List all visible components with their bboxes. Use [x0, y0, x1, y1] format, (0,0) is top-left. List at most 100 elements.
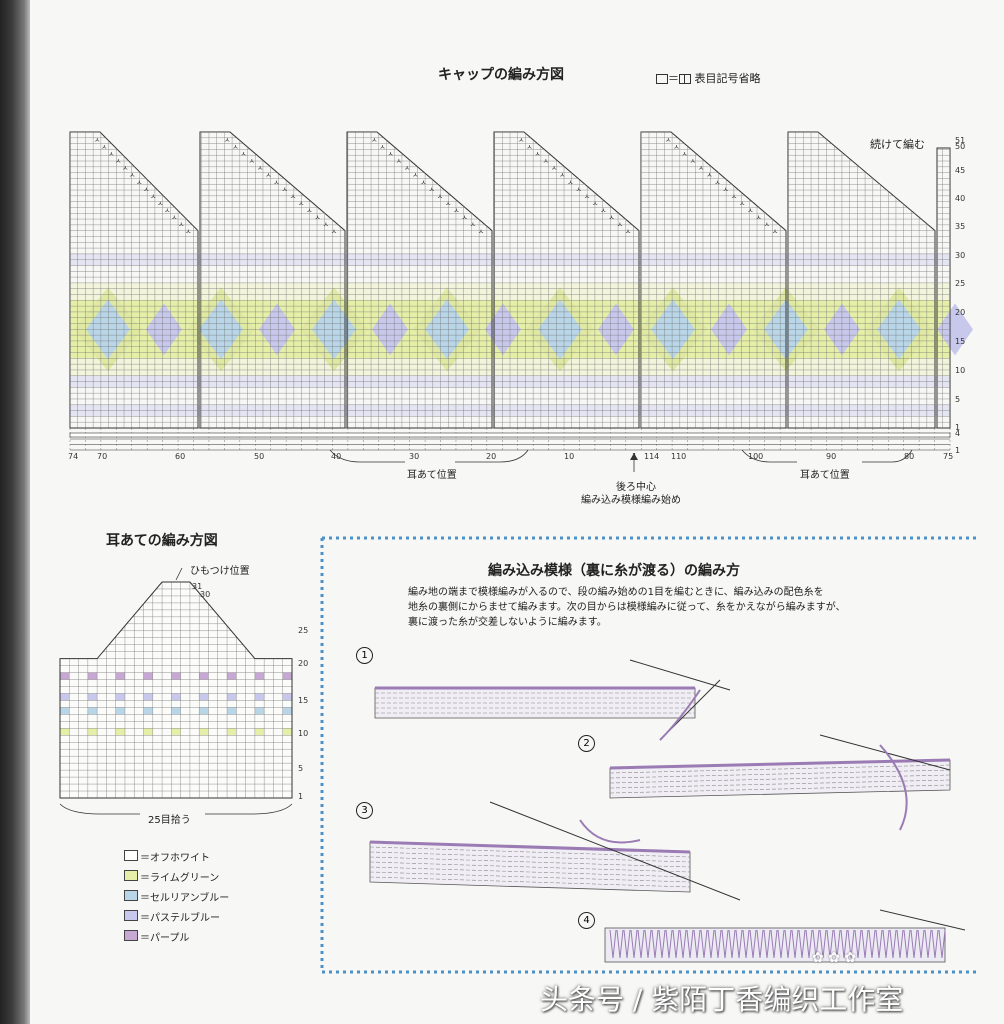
- cap-row-number: 35: [955, 222, 966, 231]
- earflap-row-number: 30: [200, 590, 211, 599]
- decrease-mark: ㅅ: [747, 206, 753, 214]
- decrease-mark: ㅅ: [379, 143, 385, 151]
- illustration-4: [604, 927, 946, 963]
- book-spine: [0, 0, 30, 1024]
- decrease-mark: ㅅ: [429, 185, 435, 193]
- decrease-mark: ㅅ: [592, 199, 598, 207]
- earflap-colour-cell: [115, 707, 125, 715]
- cap-row-number: 20: [955, 308, 966, 317]
- earflap-position-left: 耳あて位置: [407, 470, 457, 481]
- decrease-mark: ㅅ: [690, 157, 696, 165]
- earflap-chart-title: 耳あての編み方図: [106, 533, 218, 549]
- earflap-colour-cell: [254, 672, 265, 680]
- illustration-1: [374, 686, 696, 719]
- cap-stitch-number: 74: [68, 452, 79, 461]
- decrease-mark: ㅅ: [584, 192, 590, 200]
- decrease-mark: ㅅ: [764, 221, 770, 229]
- cap-chart-title: キャップの編み方図: [438, 67, 564, 83]
- earflap-colour-cell: [282, 693, 292, 701]
- illustration-3: [369, 840, 691, 893]
- cap-stitch-number: 20: [486, 452, 497, 461]
- symbol-note: ＝ 表目記号省略: [656, 70, 761, 86]
- earflap-colour-cell: [87, 672, 98, 680]
- decrease-mark: ㅅ: [129, 171, 135, 179]
- decrease-mark: ㅅ: [371, 136, 377, 144]
- earflap-colour-cell: [227, 707, 237, 715]
- cap-stitch-number: 1: [632, 452, 638, 461]
- decrease-mark: ㅅ: [240, 150, 246, 158]
- decrease-mark: ㅅ: [404, 164, 410, 172]
- legend-label: ＝ライムグリーン: [140, 873, 220, 884]
- decrease-mark: ㅅ: [396, 157, 402, 165]
- decrease-mark: ㅅ: [723, 185, 729, 193]
- decrease-mark: ㅅ: [282, 185, 288, 193]
- legend-swatch: [124, 890, 138, 901]
- cap-row-number: 40: [955, 194, 966, 203]
- decrease-mark: ㅅ: [136, 178, 142, 186]
- decrease-mark: ㅅ: [608, 214, 614, 222]
- back-center-label: 後ろ中心: [616, 482, 656, 493]
- brace-left: [329, 449, 529, 463]
- decrease-mark: ㅅ: [331, 228, 337, 236]
- decrease-mark: ㅅ: [437, 192, 443, 200]
- earflap-colour-cell: [282, 672, 292, 680]
- decrease-mark: ㅅ: [453, 206, 459, 214]
- brace-right: [741, 449, 913, 463]
- decrease-mark: ㅅ: [772, 228, 778, 236]
- earflap-colour-cell: [87, 693, 98, 701]
- needle-1a: [629, 659, 731, 691]
- cap-row-number: 5: [955, 395, 961, 404]
- pickup-brace: [59, 803, 293, 815]
- decrease-mark: ㅅ: [323, 221, 329, 229]
- panel-dotted-frame: [320, 536, 978, 974]
- decrease-mark: ㅅ: [445, 199, 451, 207]
- decrease-mark: ㅅ: [600, 206, 606, 214]
- yarn-1: [659, 689, 701, 741]
- decrease-mark: ㅅ: [224, 136, 230, 144]
- earflap-row-number: 15: [298, 696, 309, 705]
- decrease-mark: ㅅ: [731, 192, 737, 200]
- earflap-colour-cell: [254, 693, 265, 701]
- legend-label: ＝オフホワイト: [140, 853, 210, 864]
- decrease-mark: ㅅ: [518, 136, 524, 144]
- earflap-colour-cell: [143, 728, 153, 736]
- earflap-colour-cell: [171, 707, 181, 715]
- earflap-colour-cell: [199, 707, 209, 715]
- earflap-colour-cell: [87, 728, 98, 736]
- legend-label: ＝セルリアンブルー: [140, 893, 230, 904]
- cap-diamond-blue: [937, 303, 973, 356]
- earflap-position-right: 耳あて位置: [800, 470, 850, 481]
- step-3-marker: 3: [356, 802, 373, 819]
- needle-2a: [819, 734, 951, 771]
- decrease-mark: ㅅ: [543, 157, 549, 165]
- continue-knitting-label: 続けて編む: [870, 138, 925, 151]
- decrease-mark: ㅅ: [298, 199, 304, 207]
- cap-row-number: 10: [955, 366, 966, 375]
- decrease-mark: ㅅ: [164, 206, 170, 214]
- cap-chart-grid: ㅅㅅㅅㅅㅅㅅㅅㅅㅅㅅㅅㅅㅅㅅㅅㅅㅅㅅㅅㅅㅅㅅㅅㅅㅅㅅㅅㅅㅅㅅㅅㅅㅅㅅㅅㅅㅅㅅㅅㅅ…: [69, 131, 973, 472]
- stranded-title: 編み込み模様（裏に糸が渡る）の編み方: [488, 563, 740, 579]
- decrease-mark: ㅅ: [567, 178, 573, 186]
- cap-stitch-number: 114: [644, 452, 660, 461]
- decrease-mark: ㅅ: [290, 192, 296, 200]
- decrease-mark: ㅅ: [681, 150, 687, 158]
- cap-stitch-number: 110: [671, 452, 687, 461]
- watermark-small: ✿ ✿ ✿: [812, 950, 857, 966]
- cap-row-number: 1: [955, 423, 961, 432]
- watermark-text: 头条号 / 紫陌丁香编织工作室: [540, 983, 904, 1016]
- decrease-mark: ㅅ: [698, 164, 704, 172]
- cap-row-number: 4: [955, 429, 961, 438]
- tie-arrow: [175, 567, 183, 581]
- earflap-colour-cell: [199, 672, 209, 680]
- earflap-row-number: 5: [298, 764, 304, 773]
- earflap-colour-cell: [282, 707, 292, 715]
- earflap-colour-cell: [143, 672, 153, 680]
- decrease-mark: ㅅ: [714, 178, 720, 186]
- decrease-mark: ㅅ: [314, 214, 320, 222]
- decrease-mark: ㅅ: [526, 143, 532, 151]
- decrease-mark: ㅅ: [101, 143, 107, 151]
- earflap-colour-cell: [227, 693, 237, 701]
- earflap-colour-cell: [115, 728, 125, 736]
- decrease-mark: ㅅ: [143, 185, 149, 193]
- decrease-mark: ㅅ: [625, 228, 631, 236]
